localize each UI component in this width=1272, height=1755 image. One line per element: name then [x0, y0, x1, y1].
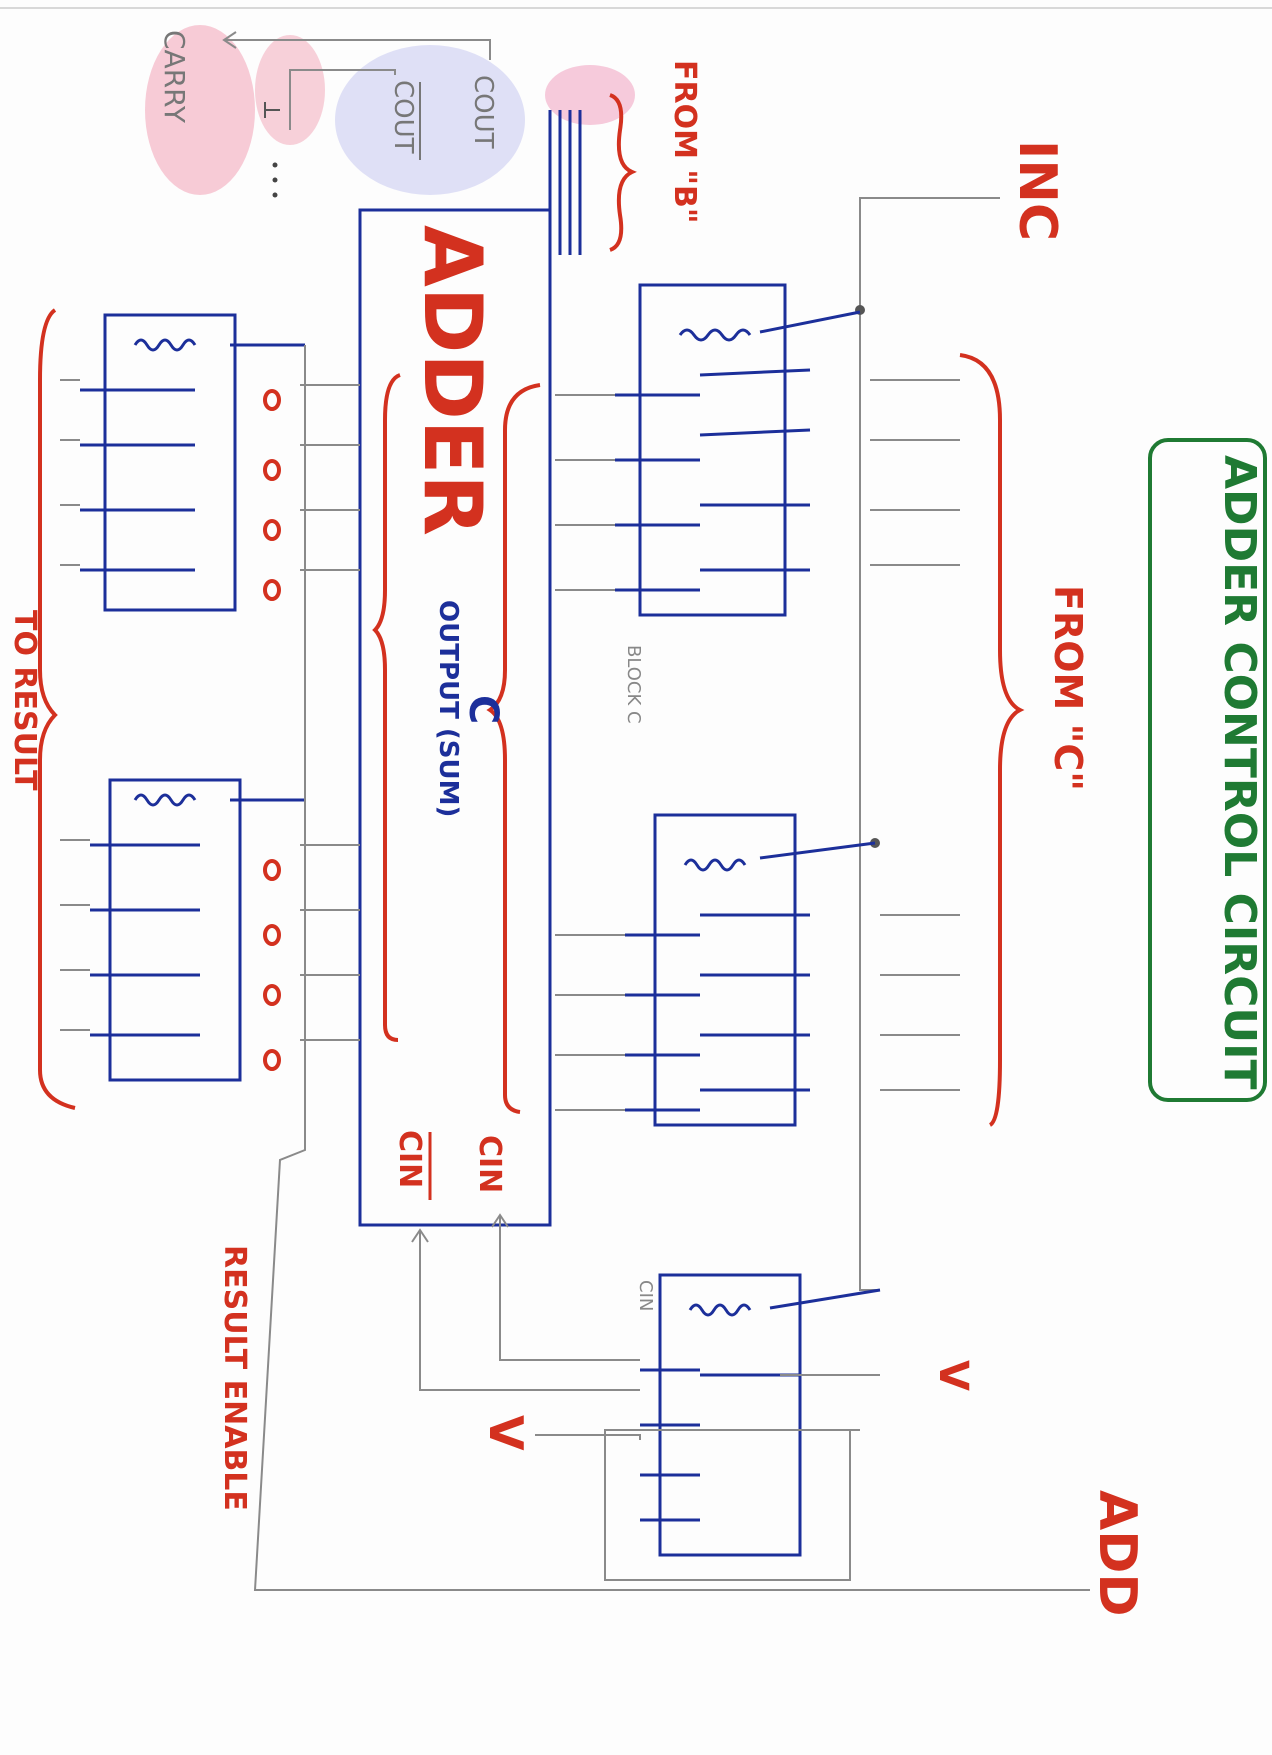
cin-arrow — [491, 1213, 509, 1228]
inc-wire — [859, 197, 1000, 1291]
cin-bar-label: CIN — [392, 1130, 427, 1188]
carry-arrow — [222, 31, 237, 49]
input-relay-1 — [555, 283, 960, 617]
v2-label: V — [479, 1415, 533, 1451]
block-c-label: BLOCK C — [623, 645, 644, 724]
cin-bar-arrow — [411, 1228, 429, 1243]
adder-block — [358, 208, 552, 1227]
pink-smudge-carry — [145, 25, 255, 195]
from-b-label: FROM "B" — [667, 60, 702, 224]
input-relay-2 — [555, 813, 960, 1127]
cout-bar-label: COUT — [388, 80, 418, 154]
v1-label: V — [930, 1360, 976, 1391]
cout-bar-wire — [289, 69, 396, 130]
output-relay-1 — [60, 313, 360, 612]
cin-wire — [499, 1215, 640, 1361]
sum-brace — [372, 373, 401, 1042]
from-c-brace — [959, 353, 1025, 1127]
blue-smudge-cout — [335, 45, 525, 195]
title-text: ADDER CONTROL CIRCUIT — [1214, 455, 1265, 1089]
from-c-label: FROM "C" — [1046, 585, 1090, 791]
cin-small-label: CIN — [635, 1280, 656, 1311]
c-label: C — [460, 695, 506, 724]
adder-label: ADDER — [406, 225, 499, 536]
result-enable-label: RESULT ENABLE — [217, 1245, 252, 1511]
title-box — [1148, 438, 1267, 1102]
cin-relay — [640, 1273, 881, 1557]
dot-a — [272, 162, 278, 168]
output-sum-label: OUTPUT (SUM) — [433, 600, 463, 817]
c-brace-1 — [486, 383, 541, 1114]
add-wire — [535, 1429, 860, 1581]
add-label: ADD — [1087, 1490, 1147, 1617]
carry-wire — [225, 39, 491, 60]
to-result-label: TO RESULT — [7, 610, 42, 791]
pink-smudge-fromb — [545, 65, 635, 125]
cout-label: COUT — [468, 75, 498, 149]
cin-label: CIN — [472, 1135, 507, 1193]
to-result-brace — [38, 308, 76, 1110]
output-relay-2 — [60, 778, 360, 1082]
result-enable-wire — [253, 345, 1090, 1591]
from-b-brace — [609, 93, 637, 252]
inc-label: INC — [1007, 140, 1067, 241]
cin-bar-wire — [419, 1230, 640, 1391]
dot-c — [272, 192, 278, 198]
from-b-bus — [548, 110, 582, 255]
carry-label: CARRY — [158, 30, 191, 124]
dot-b — [272, 177, 278, 183]
